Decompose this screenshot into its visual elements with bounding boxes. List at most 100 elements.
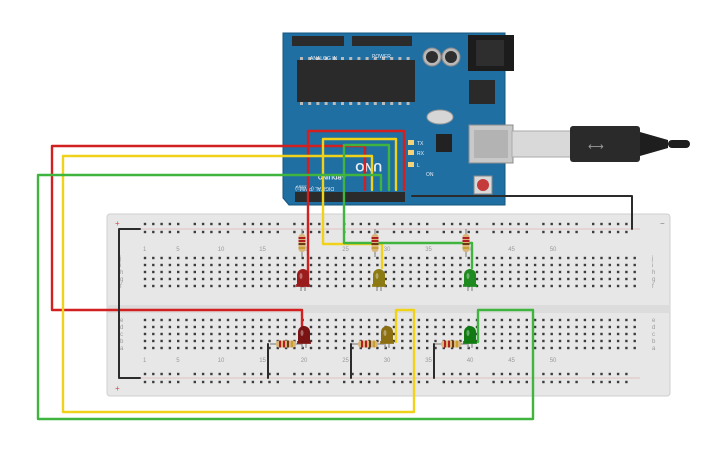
rail-hole[interactable] xyxy=(558,230,562,234)
breadboard-hole[interactable] xyxy=(193,318,196,322)
resistor[interactable] xyxy=(270,340,302,348)
breadboard-hole[interactable] xyxy=(409,277,412,281)
breadboard-hole[interactable] xyxy=(384,277,387,281)
breadboard-hole[interactable] xyxy=(160,339,163,343)
rail-hole[interactable] xyxy=(509,230,512,234)
breadboard-hole[interactable] xyxy=(351,318,354,322)
breadboard-hole[interactable] xyxy=(334,325,338,329)
breadboard-hole[interactable] xyxy=(334,346,338,350)
breadboard-hole[interactable] xyxy=(567,332,570,336)
breadboard-hole[interactable] xyxy=(143,339,147,343)
rail-hole[interactable] xyxy=(168,222,172,226)
breadboard-hole[interactable] xyxy=(625,346,628,350)
breadboard-hole[interactable] xyxy=(417,277,421,281)
breadboard-hole[interactable] xyxy=(533,256,537,260)
rail-hole[interactable] xyxy=(152,230,155,234)
breadboard-hole[interactable] xyxy=(575,318,578,322)
rail-hole[interactable] xyxy=(193,380,196,384)
breadboard-hole[interactable] xyxy=(426,339,429,343)
breadboard-hole[interactable] xyxy=(152,332,155,336)
breadboard-hole[interactable] xyxy=(185,339,188,343)
breadboard-hole[interactable] xyxy=(276,346,279,350)
rail-hole[interactable] xyxy=(351,372,354,376)
breadboard-hole[interactable] xyxy=(326,256,329,260)
breadboard-hole[interactable] xyxy=(359,346,362,350)
breadboard-hole[interactable] xyxy=(376,256,379,260)
breadboard-hole[interactable] xyxy=(442,263,445,267)
breadboard-hole[interactable] xyxy=(367,277,371,281)
breadboard-hole[interactable] xyxy=(533,277,537,281)
breadboard-hole[interactable] xyxy=(633,284,636,288)
breadboard-hole[interactable] xyxy=(575,270,578,274)
breadboard-hole[interactable] xyxy=(260,332,263,336)
breadboard-hole[interactable] xyxy=(583,284,587,288)
rail-hole[interactable] xyxy=(500,372,504,376)
resistor[interactable] xyxy=(462,229,470,257)
breadboard-hole[interactable] xyxy=(309,263,313,267)
rail-hole[interactable] xyxy=(592,222,595,226)
breadboard-hole[interactable] xyxy=(334,256,338,260)
breadboard-hole[interactable] xyxy=(633,277,636,281)
breadboard-hole[interactable] xyxy=(185,284,188,288)
breadboard-hole[interactable] xyxy=(417,318,421,322)
breadboard-hole[interactable] xyxy=(343,270,346,274)
breadboard-hole[interactable] xyxy=(517,284,520,288)
led-upper-red[interactable] xyxy=(296,269,310,291)
breadboard-hole[interactable] xyxy=(343,277,346,281)
breadboard-hole[interactable] xyxy=(492,277,495,281)
breadboard-hole[interactable] xyxy=(450,318,454,322)
rail-hole[interactable] xyxy=(550,372,553,376)
breadboard-hole[interactable] xyxy=(625,263,628,267)
breadboard-hole[interactable] xyxy=(550,325,553,329)
breadboard-hole[interactable] xyxy=(592,270,595,274)
breadboard-hole[interactable] xyxy=(633,263,636,267)
rail-hole[interactable] xyxy=(251,222,255,226)
rail-hole[interactable] xyxy=(550,230,553,234)
breadboard-hole[interactable] xyxy=(376,332,379,336)
breadboard-hole[interactable] xyxy=(384,270,387,274)
breadboard-hole[interactable] xyxy=(160,332,163,336)
breadboard-hole[interactable] xyxy=(334,277,338,281)
breadboard-hole[interactable] xyxy=(210,263,213,267)
breadboard-hole[interactable] xyxy=(459,346,462,350)
breadboard-hole[interactable] xyxy=(434,339,437,343)
rail-hole[interactable] xyxy=(517,372,520,376)
breadboard-hole[interactable] xyxy=(492,318,495,322)
breadboard-hole[interactable] xyxy=(426,270,429,274)
rail-hole[interactable] xyxy=(442,222,445,226)
breadboard-hole[interactable] xyxy=(343,346,346,350)
breadboard-hole[interactable] xyxy=(492,332,495,336)
rail-hole[interactable] xyxy=(326,230,329,234)
rail-hole[interactable] xyxy=(376,230,379,234)
breadboard-hole[interactable] xyxy=(409,284,412,288)
breadboard-hole[interactable] xyxy=(426,263,429,267)
wire-yellow-upper-led[interactable] xyxy=(321,137,398,270)
rail-hole[interactable] xyxy=(351,380,354,384)
rail-hole[interactable] xyxy=(600,380,603,384)
breadboard-hole[interactable] xyxy=(201,284,205,288)
breadboard-hole[interactable] xyxy=(152,346,155,350)
breadboard-hole[interactable] xyxy=(210,270,213,274)
breadboard-hole[interactable] xyxy=(450,270,454,274)
breadboard-hole[interactable] xyxy=(600,263,603,267)
breadboard-hole[interactable] xyxy=(359,256,362,260)
breadboard-hole[interactable] xyxy=(177,277,180,281)
breadboard-hole[interactable] xyxy=(243,325,246,329)
breadboard-hole[interactable] xyxy=(625,270,628,274)
rail-hole[interactable] xyxy=(625,230,628,234)
breadboard-hole[interactable] xyxy=(251,318,255,322)
breadboard-hole[interactable] xyxy=(276,284,279,288)
rail-hole[interactable] xyxy=(260,380,263,384)
breadboard-hole[interactable] xyxy=(575,346,578,350)
breadboard-hole[interactable] xyxy=(467,263,470,267)
breadboard-hole[interactable] xyxy=(442,325,445,329)
breadboard-hole[interactable] xyxy=(143,318,147,322)
rail-hole[interactable] xyxy=(517,230,520,234)
breadboard-hole[interactable] xyxy=(583,318,587,322)
breadboard-hole[interactable] xyxy=(143,277,147,281)
breadboard-hole[interactable] xyxy=(426,256,429,260)
rail-hole[interactable] xyxy=(567,230,570,234)
breadboard-hole[interactable] xyxy=(517,270,520,274)
breadboard-hole[interactable] xyxy=(475,256,479,260)
breadboard-hole[interactable] xyxy=(434,346,437,350)
